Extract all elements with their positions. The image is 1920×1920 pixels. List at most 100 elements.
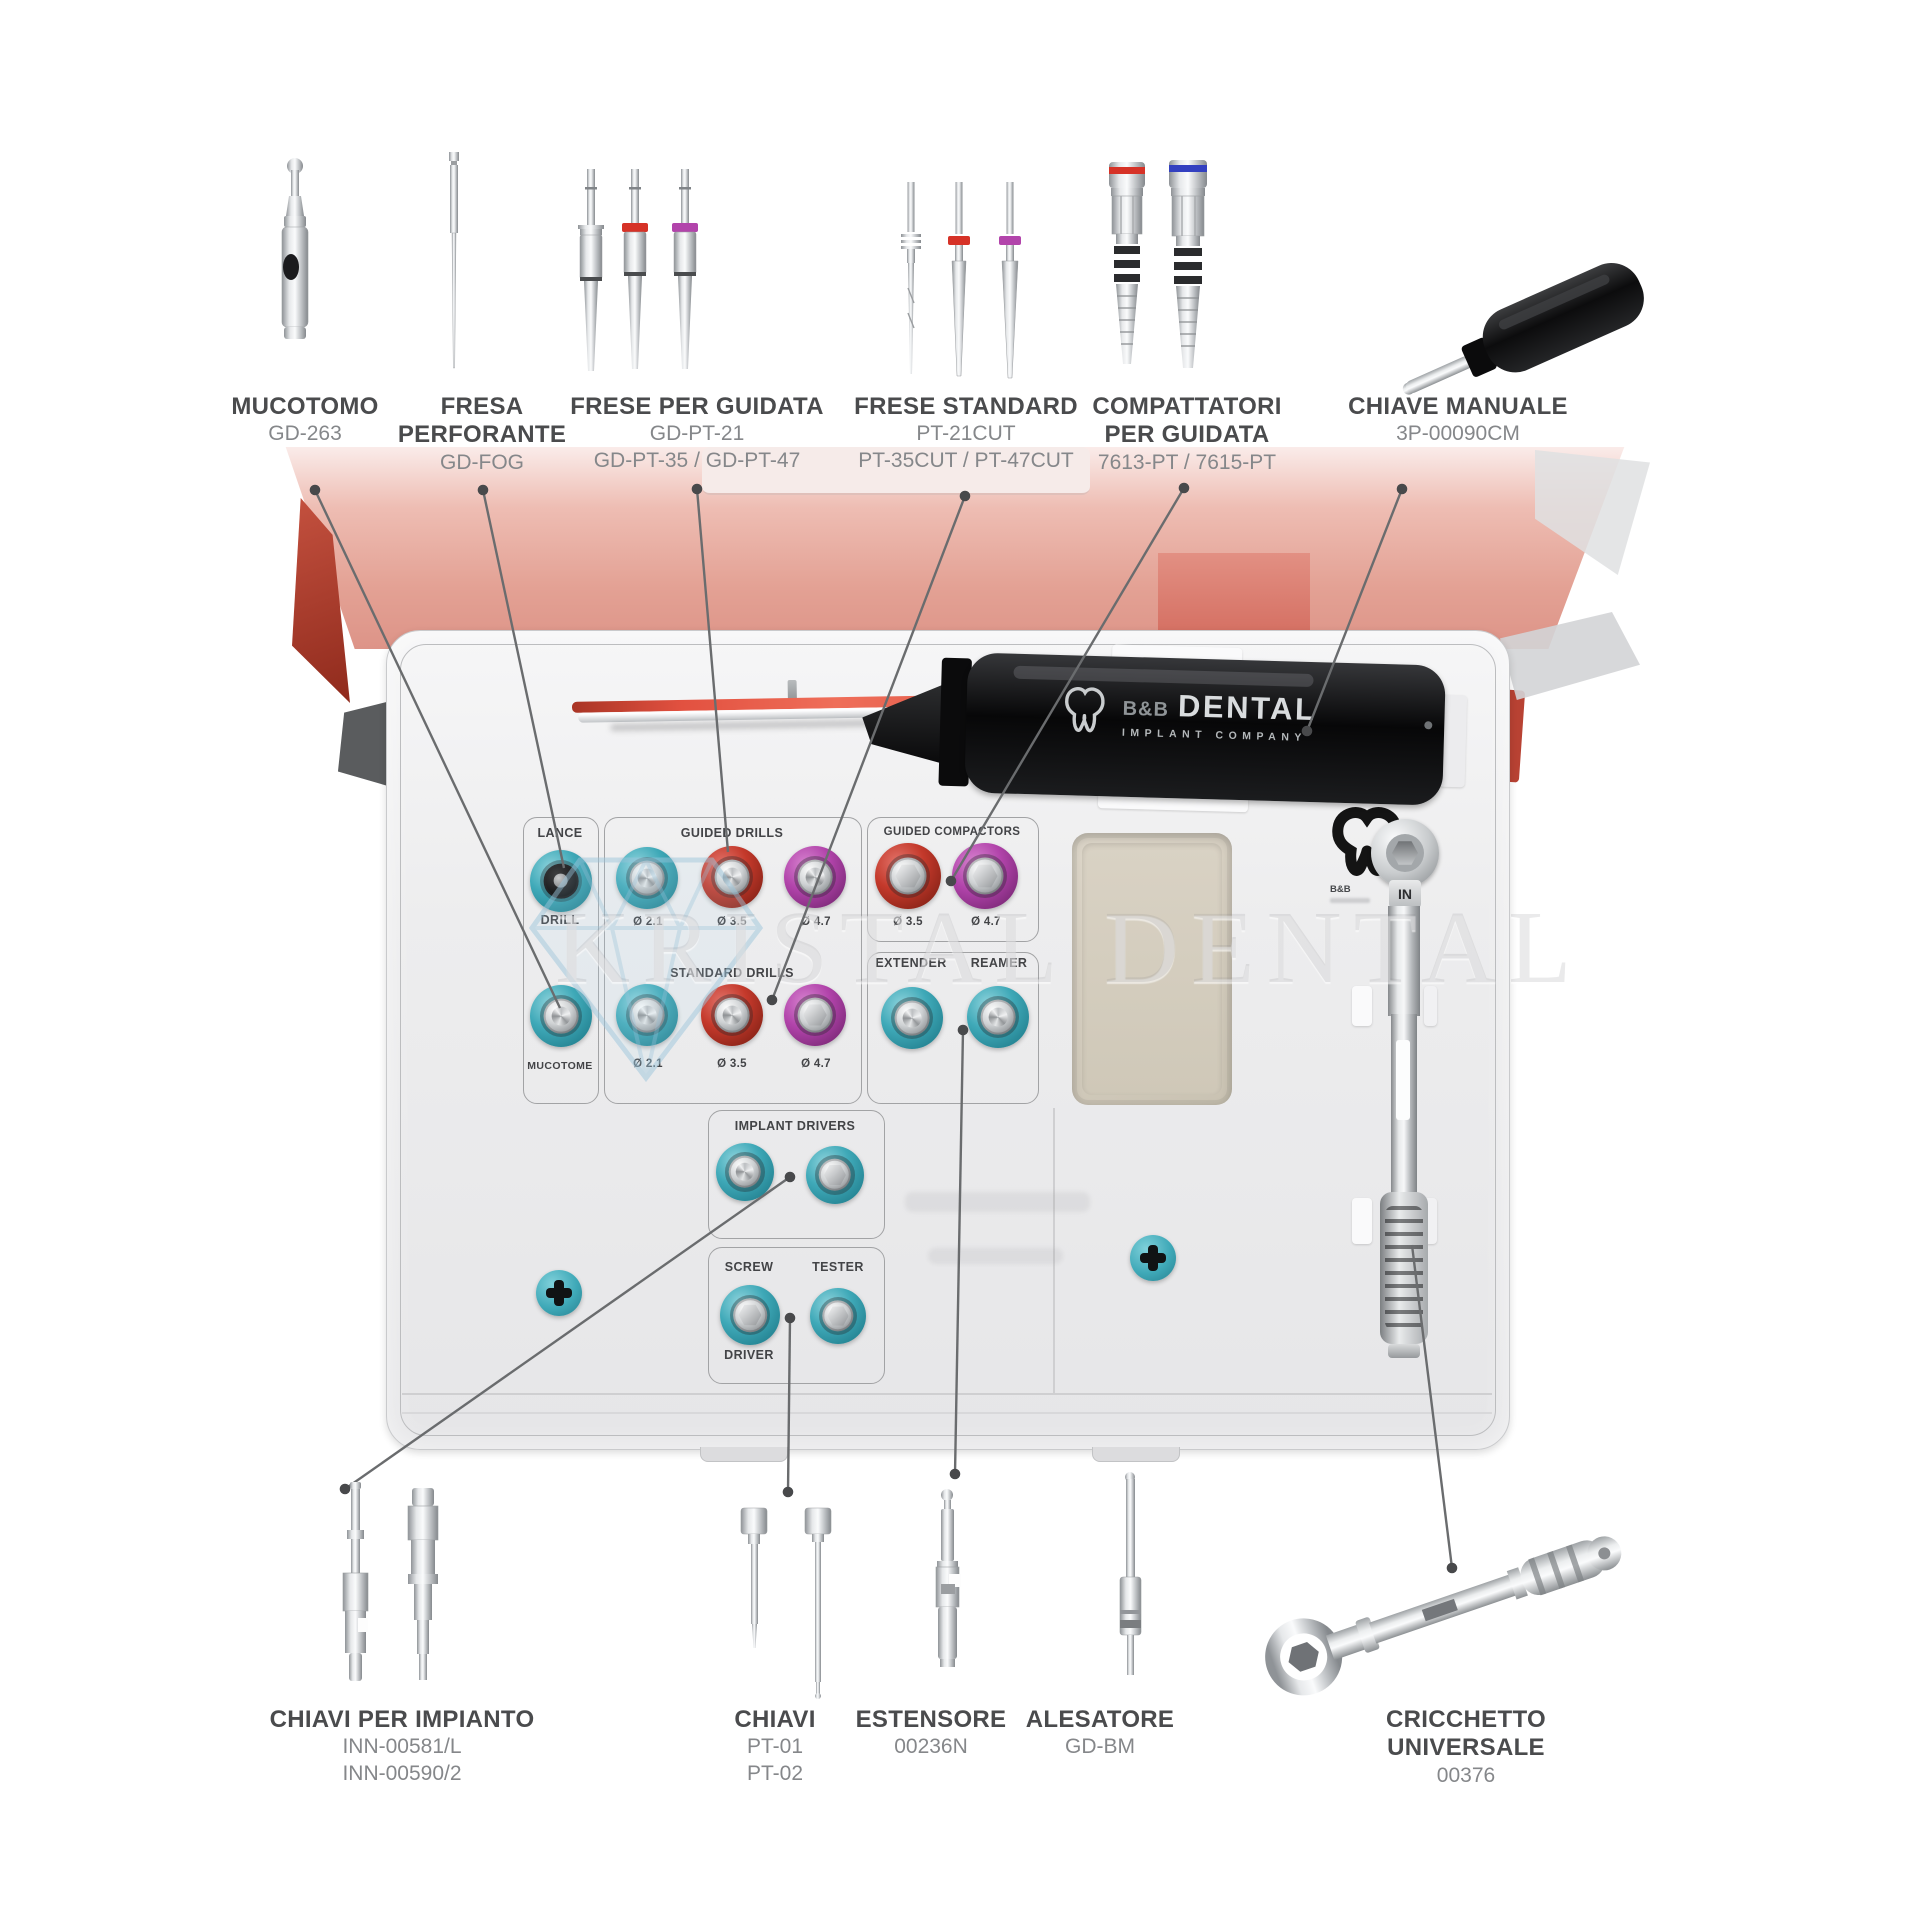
embossed-text [928, 1248, 1063, 1264]
tray-seam [402, 1412, 1492, 1414]
compactor-blue [1169, 160, 1207, 368]
wrench-clip [1352, 986, 1372, 1026]
item-title: MUCOTOMO [231, 393, 379, 420]
callout-mucotomo: MUCOTOMO GD-263 [185, 393, 425, 448]
mucotome-label: MUCOTOME [527, 1060, 593, 1072]
guided-drill-3 [672, 169, 698, 369]
reamer-bit [980, 999, 1016, 1035]
handle-logo: B&B DENTAL IMPLANT COMPANY [1058, 683, 1317, 746]
tray-thumb-screw-right [1130, 1235, 1176, 1281]
callout-compattatori: COMPATTATORI PER GUIDATA 7613-PT / 7615-… [1087, 393, 1287, 477]
implant-driver-hole-2 [806, 1146, 864, 1204]
embossed-text [905, 1192, 1090, 1212]
callout-cricchetto: CRICCHETTO UNIVERSALE 00376 [1374, 1706, 1559, 1790]
estensore-icon [935, 1489, 961, 1667]
chiavi-icon [740, 1507, 832, 1699]
callout-chiave-manuale: CHIAVE MANUALE 3P-00090CM [1313, 393, 1603, 448]
driver-label: DRIVER [724, 1348, 774, 1362]
case-left-hinge [337, 699, 395, 789]
item-code: 00376 [1436, 1763, 1496, 1787]
mucotomo-icon [281, 158, 309, 339]
guided-compactors-title: GUIDED COMPACTORS [883, 826, 1021, 838]
wrench-end-cap [1388, 1344, 1420, 1358]
item-code: GD-FOG [440, 450, 524, 474]
wrench-hex-shaft [1388, 906, 1420, 1016]
size-label: Ø 3.5 [717, 916, 747, 928]
callout-alesatore: ALESATORE GD-BM [980, 1706, 1220, 1761]
item-code: GD-263 [268, 422, 342, 446]
wrench-clip [1424, 986, 1437, 1026]
item-title: COMPATTATORI PER GUIDATA [1092, 393, 1282, 449]
lance-label: LANCE [537, 826, 583, 840]
guided-drill-hole-4-7 [784, 846, 846, 908]
chiave-manuale-icon [1402, 262, 1644, 395]
size-label: Ø 4.7 [971, 916, 1001, 928]
extender-bit [894, 1000, 930, 1036]
frese-guidata-icon [578, 169, 698, 371]
standard-drill-3 [999, 182, 1021, 379]
compactor-hole-3-5 [875, 843, 941, 909]
alesatore-icon [1119, 1472, 1142, 1675]
standard-drill-hole-4-7 [784, 984, 846, 1046]
tester-hole [810, 1288, 866, 1344]
item-title: CRICCHETTO UNIVERSALE [1386, 1706, 1546, 1762]
compactor-hole-4-7 [952, 843, 1018, 909]
item-code: PT-35CUT / PT-47CUT [858, 449, 1074, 473]
extender-label: EXTENDER [875, 956, 947, 970]
item-code: GD-PT-21 [649, 422, 745, 446]
callout-estensore: ESTENSORE 00236N [811, 1706, 1051, 1761]
implant-key-1 [342, 1482, 369, 1681]
wrench-in-marking: IN [1389, 880, 1421, 908]
item-title: CHIAVI [734, 1706, 816, 1733]
driver-bit [728, 1155, 762, 1189]
tray-seam [1053, 1108, 1055, 1395]
drill-label: DRILL [541, 913, 580, 927]
tester-bit [822, 1300, 854, 1332]
wrench-hex-socket [1392, 841, 1418, 865]
item-code: 3P-00090CM [1396, 422, 1520, 446]
chiavi-impianto-icon [342, 1482, 439, 1681]
mucotome-hole [530, 985, 592, 1047]
item-code: INN-00590/2 [342, 1762, 462, 1786]
tray-thumb-screw-left [536, 1270, 582, 1316]
item-code: PT-01 [746, 1735, 804, 1759]
tester-label: TESTER [812, 1260, 864, 1274]
callout-frese-standard: FRESE STANDARD PT-21CUT PT-35CUT / PT-47… [821, 393, 1111, 475]
implant-driver-hole-1 [716, 1143, 774, 1201]
standard-drill-2 [948, 182, 970, 377]
fresa-perforante-icon [449, 152, 459, 369]
guided-drill-hole-2-1 [616, 847, 678, 909]
kristal-watermark-text: KRISTAL DENTAL [555, 890, 1584, 1005]
size-label: Ø 2.1 [633, 916, 663, 928]
standard-drill-1 [901, 182, 921, 374]
tray-seam [402, 1393, 1492, 1395]
compactor-bit [889, 857, 927, 895]
drills-box [604, 817, 862, 1104]
wrench-shaft-highlight [1396, 1040, 1410, 1120]
compattatori-icon [1109, 160, 1207, 368]
reamer-hole [967, 986, 1029, 1048]
key-pt02 [804, 1507, 832, 1699]
wrench-head [1371, 819, 1439, 887]
compactor-bit [966, 857, 1004, 895]
implant-key-2 [407, 1488, 439, 1680]
guided-drill-1 [578, 169, 604, 371]
key-pt01 [740, 1507, 768, 1648]
screw-label: SCREW [724, 1260, 774, 1274]
accessory-well [1072, 833, 1232, 1105]
size-label: Ø 4.7 [801, 916, 831, 928]
drill-bit [629, 997, 665, 1033]
mucotome-bit [543, 998, 579, 1034]
bb-dental-handle: B&B DENTAL IMPLANT COMPANY [860, 644, 1474, 821]
size-label: Ø 3.5 [717, 1058, 747, 1070]
tray-tab [1092, 1447, 1180, 1462]
reamer-label: REAMER [970, 956, 1028, 970]
guided-drills-title: GUIDED DRILLS [680, 826, 784, 840]
extender-reamer-box [867, 952, 1039, 1104]
item-code: 7613-PT / 7615-PT [1097, 450, 1277, 474]
callout-frese-guidata: FRESE PER GUIDATA GD-PT-21 GD-PT-35 / GD… [552, 393, 842, 475]
callout-chiavi-impianto: CHIAVI PER IMPIANTO INN-00581/L INN-0059… [237, 1706, 567, 1788]
standard-drills-title: STANDARD DRILLS [670, 966, 794, 980]
drill-bit [797, 859, 833, 895]
